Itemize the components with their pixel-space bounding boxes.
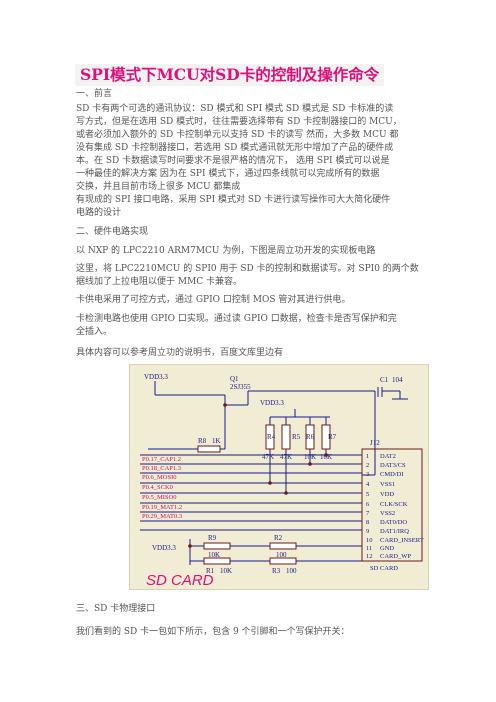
section-heading-physical: 三、SD 卡物理接口 [76,604,156,614]
pin-name: DAT3/CS [380,462,406,469]
pin-number: 6 [366,501,370,508]
vdd-left-label: VDD3.3 [152,544,176,552]
r7-label: R7 [328,433,337,441]
r5-label: R5 [292,433,301,441]
pin-number: 1 [366,453,369,460]
r6-value-label: 10K [304,453,316,461]
vdd-mid-label: VDD3.3 [260,399,284,407]
section-heading-hardware: 二、硬件电路实现 [76,227,149,237]
card-detect-line: 卡检测电路也使用 GPIO 口实现。通过读 GPIO 口数据，检查卡是否写保护和… [76,314,397,324]
pin-name: CLK/SCK [380,501,408,508]
hardware-intro: 以 NXP 的 LPC2210 ARM7MCU 为例，下图是周立功开发的实现板电… [76,246,376,256]
q1-label: Q1 [230,375,239,383]
r3-label: R3 [272,567,281,575]
pin-number: 7 [366,510,370,517]
q1-part-label: 2SJ355 [230,383,251,391]
net-label: P0.19_MAT1.2 [142,504,182,511]
pin-number: 11 [366,545,372,552]
pin-name: DAT0/DO [380,519,407,526]
pin-number: 9 [366,528,369,535]
pin-name: VSS1 [380,481,395,488]
sd-card-schematic: VDD3.3 VDD3.3 VDD3.3 Q1 2SJ355 C1 104 J1… [129,364,429,590]
net-label: P0.5_MISO0 [142,494,177,501]
net-label: P0.6_MOSI0 [142,474,177,481]
r3-value-label: 100 [286,567,297,575]
pin-name: CARD_WP [380,553,411,560]
spi0-paragraph: 这里，将 LPC2210MCU 的 SPI0 用于 SD 卡的控制和数据读写。对… [76,263,426,289]
physical-intro: 我们看到的 SD 卡一包如下所示，包含 9 个引脚和一个写保护开关： [76,627,350,637]
pin-name: VSS2 [380,510,395,517]
pin-name: VDD [380,491,394,498]
r9-label: R9 [208,534,217,542]
c1-label: C1 [380,376,389,384]
r8-value-label: 1K [212,437,221,445]
pin-number: 8 [366,519,369,526]
schematic-drawing: VDD3.3 VDD3.3 VDD3.3 Q1 2SJ355 C1 104 J1… [140,373,424,589]
preface-line: 有现成的 SPI 接口电路，采用 SPI 模式对 SD 卡进行读写操作可大大简化… [76,195,391,205]
pin-name: CARD_INSERT [380,537,424,544]
preface-line: 或者必须加入额外的 SD 卡控制单元以支持 SD 卡的读写 然而，大多数 MCU… [76,130,399,140]
net-label: P0.29_MAT0.3 [142,513,182,520]
preface-line: SD 卡有两个可选的通讯协议：SD 模式和 SPI 模式 SD 模式是 SD 卡… [76,104,394,114]
preface-line: 交换，并且目前市场上很多 MCU 都集成 [76,182,241,192]
card-detect-line: 全插入。 [76,327,113,337]
sd-card-big-label: SD CARD [146,572,214,589]
r1-value-label: 10K [220,567,232,575]
r1-label: R1 [206,567,215,575]
pin-number: 5 [366,491,369,498]
r2-value-label: 100 [276,551,287,559]
preface-paragraph: SD 卡有两个可选的通讯协议：SD 模式和 SPI 模式 SD 模式是 SD 卡… [76,103,426,220]
net-label: P0.17_CAP1.2 [142,456,181,463]
pin-number: 2 [366,462,369,469]
c1-value-label: 104 [392,376,403,384]
card-detect-paragraph: 卡检测电路也使用 GPIO 口实现。通过读 GPIO 口数据，检查卡是否写保护和… [76,313,426,339]
pin-number: 3 [366,471,369,478]
page-title: SPI模式下MCU对SD卡的控制及操作命令 [75,64,385,86]
net-label: P0.4_SCK0 [142,484,173,491]
r5-value-label: 47K [280,453,292,461]
preface-line: 一种最佳的解决方案 因为在 SPI 模式下，通过四条线就可以完成所有的数据 [76,169,380,179]
r9-value-label: 10K [208,551,220,559]
pin-number: 4 [366,481,370,488]
pin-number: 10 [366,537,373,544]
preface-line: 本。在 SD 卡数据读写时间要求不是很严格的情况下， 选用 SPI 模式可以说是 [76,156,390,166]
net-label: P0.18_CAP1.3 [142,465,181,472]
r4-label: R4 [267,433,276,441]
j12-label: J12 [370,439,380,447]
pin-name: CMD/DI [380,471,403,478]
pin-number: 12 [366,553,373,560]
power-paragraph: 卡供电采用了可控方式，通过 GPIO 口控制 MOS 管对其进行供电。 [76,295,351,305]
pin-name: DAT1/IRQ [380,528,409,535]
r7-value-label: 10K [320,453,332,461]
r2-label: R2 [274,534,283,542]
spi0-line: 据线加了上拉电阻以便于 MMC 卡兼容。 [76,277,243,287]
r4-value-label: 47K [262,453,274,461]
spi0-line: 这里，将 LPC2210MCU 的 SPI0 用于 SD 卡的控制和数据读写。对… [76,264,419,274]
preface-line: 写方式，但是在选用 SD 模式时，往往需要选择带有 SD 卡控制器接口的 MCU… [76,117,402,127]
pin-name: GND [380,545,394,552]
reference-note: 具体内容可以参考周立功的说明书，百度文库里边有 [76,348,284,358]
pin-name: DAT2 [380,453,396,460]
connector-footer-label: SD CARD [370,565,398,572]
r6-label: R6 [306,433,315,441]
section-heading-preface: 一、前言 [76,89,113,99]
r8-label: R8 [198,437,207,445]
vdd-top-label: VDD3.3 [144,373,168,381]
preface-line: 没有集成 SD 卡控制器接口，若选用 SD 模式通讯就无形中增加了产品的硬件成 [76,143,394,153]
preface-line: 电路的设计 [76,208,122,218]
